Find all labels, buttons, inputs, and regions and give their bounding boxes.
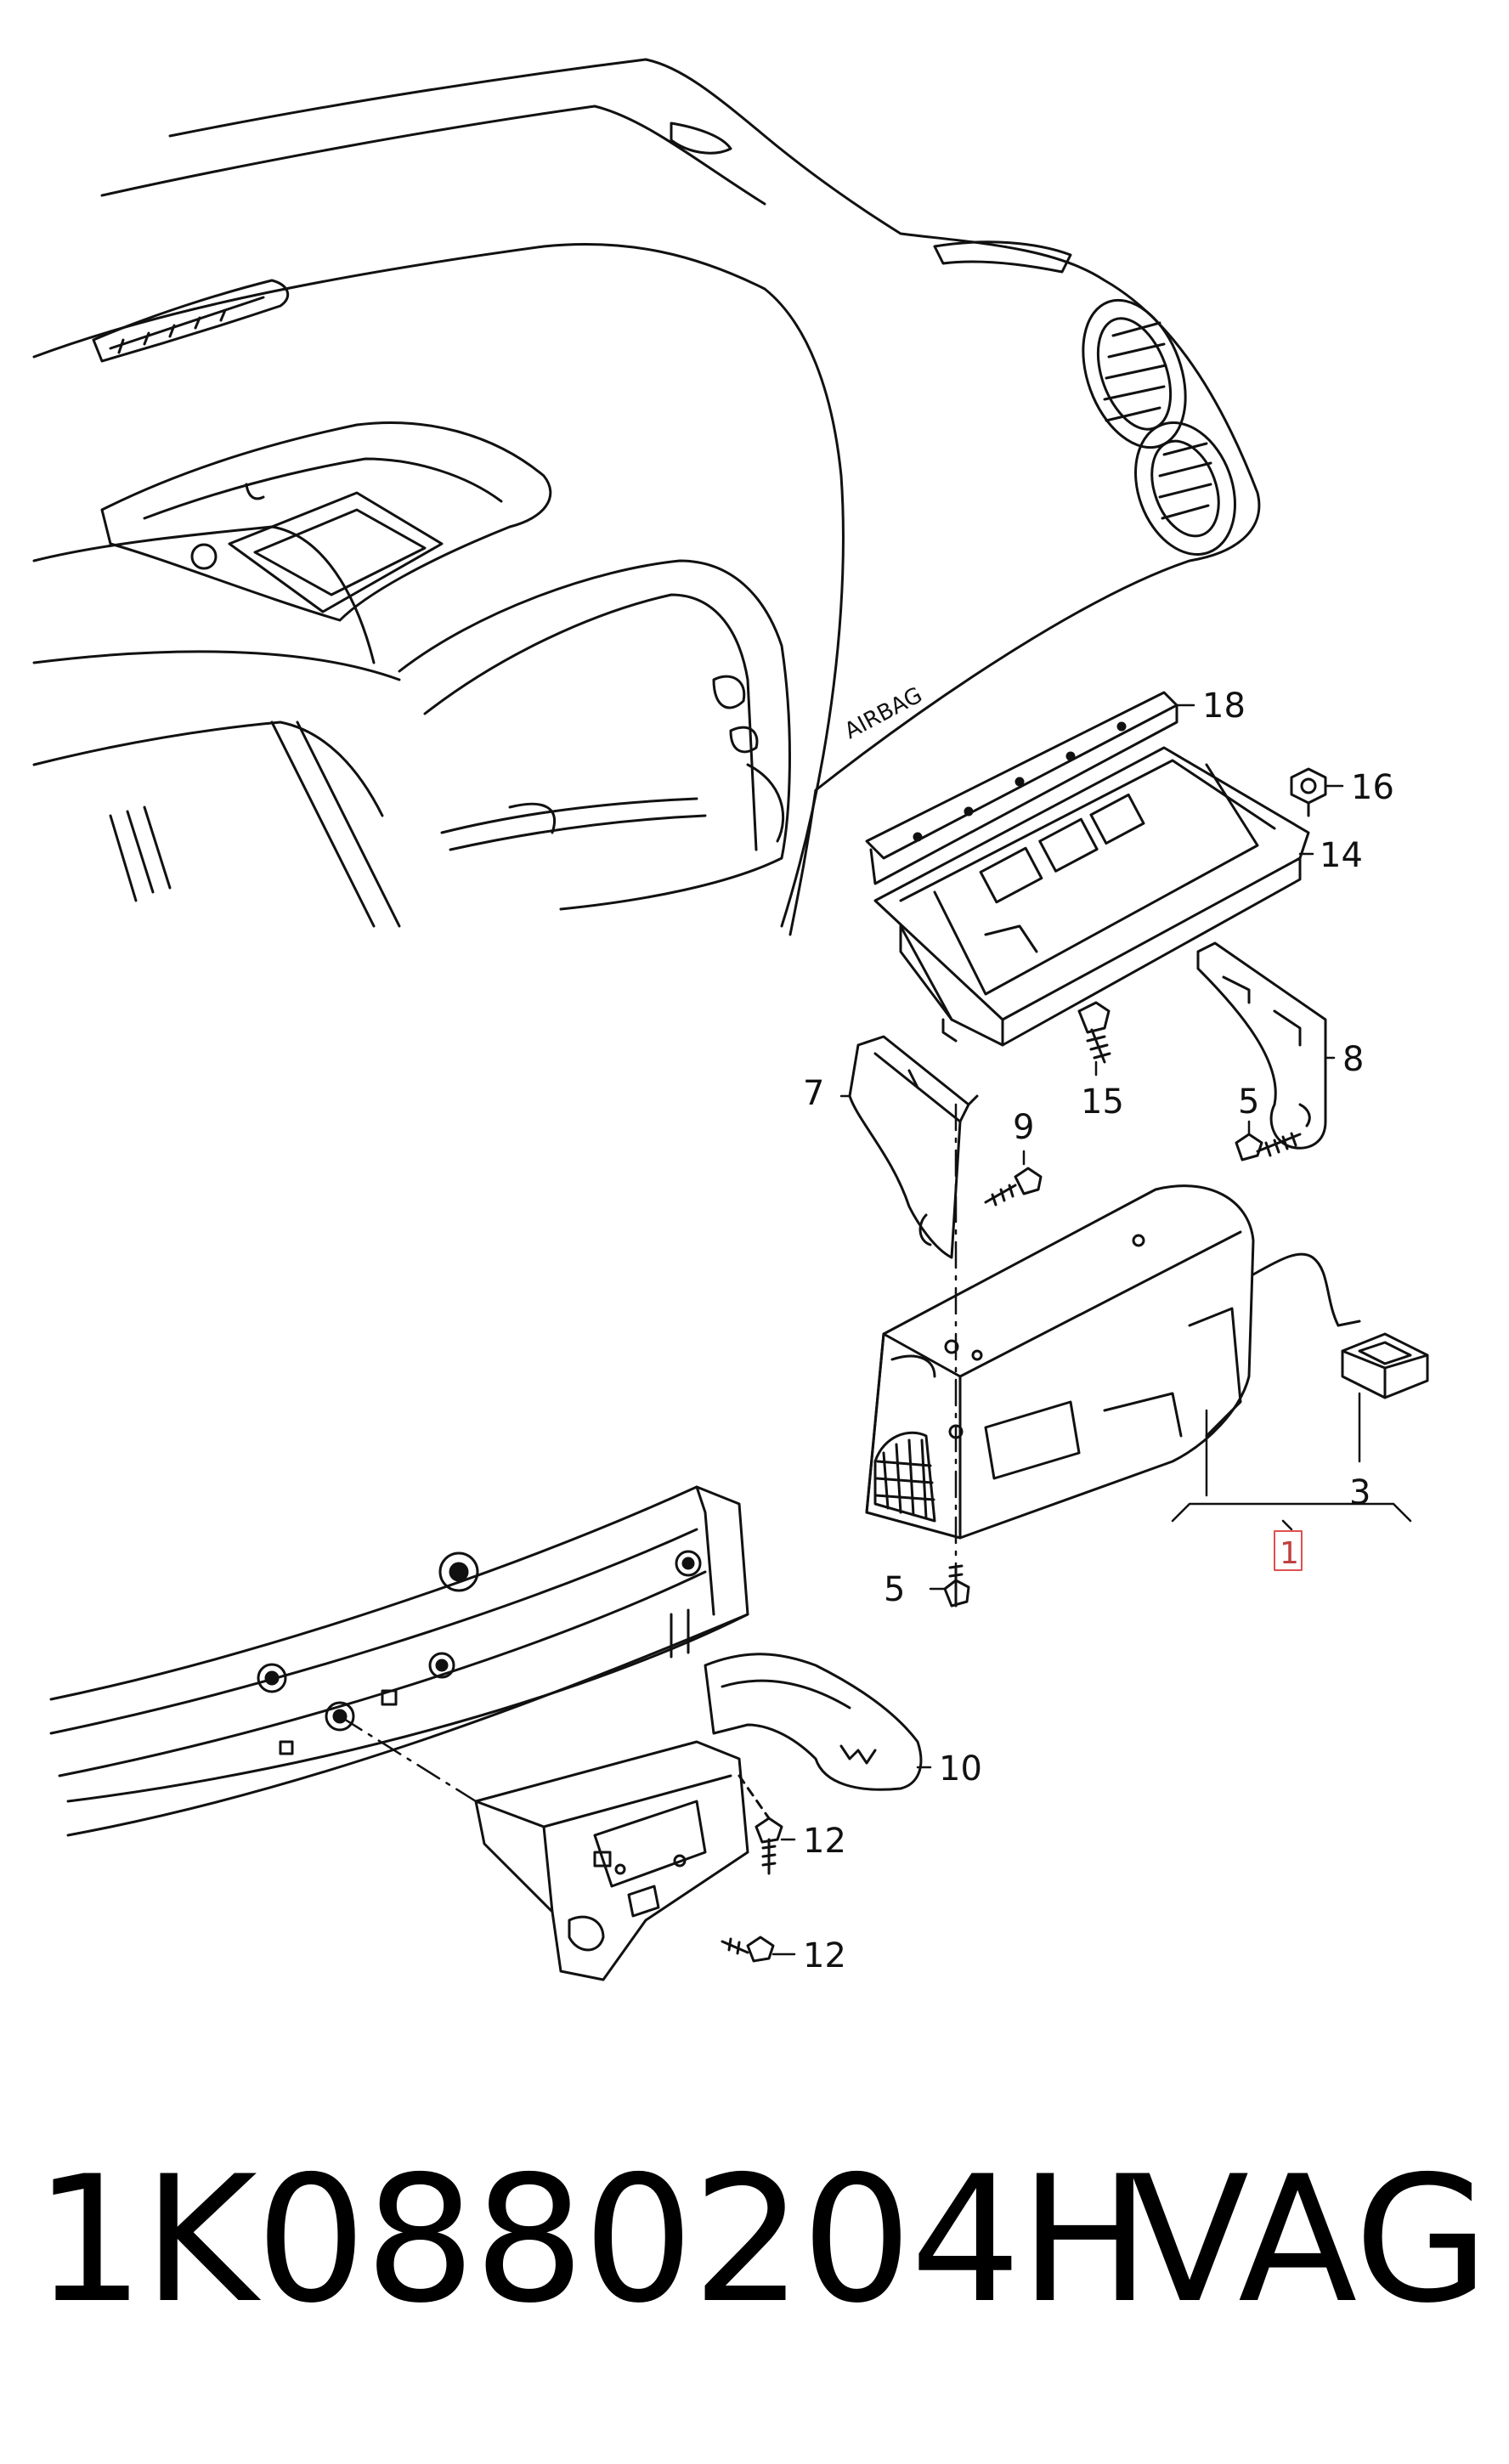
part-7-left-bracket — [848, 1035, 979, 1259]
part-12-bolt-lower — [721, 1936, 775, 1963]
callout-9: 9 — [1013, 1108, 1034, 1147]
part-5-screw-upper — [1235, 1132, 1302, 1161]
callout-8: 8 — [1342, 1040, 1364, 1079]
callout-5-lower: 5 — [884, 1570, 905, 1609]
part-5-screw-lower — [943, 1564, 970, 1608]
diagram-canvas: AIRBAG — [32, 58, 1429, 1981]
callout-18: 18 — [1202, 687, 1246, 726]
callout-3: 3 — [1349, 1473, 1371, 1512]
callout-15: 15 — [1081, 1082, 1124, 1122]
part-16-nut — [1290, 767, 1327, 817]
callout-1-box: 1 — [1274, 1530, 1303, 1571]
lower-bracket — [474, 1740, 749, 1981]
assembly-line-bracket — [338, 1715, 478, 1803]
part-8-right-bracket — [1196, 941, 1327, 1150]
cross-member-beam — [49, 1485, 749, 1837]
callout-7: 7 — [803, 1074, 824, 1113]
leader-lines — [771, 704, 1412, 1956]
part-14-support-frame — [873, 746, 1310, 1047]
part-18-trim-strip — [865, 691, 1178, 885]
callout-10: 10 — [939, 1749, 982, 1789]
part-9-bolt — [984, 1167, 1043, 1207]
callout-16: 16 — [1351, 768, 1394, 807]
callout-12-upper: 12 — [803, 1822, 846, 1861]
part-number: 1K0880204H — [34, 2139, 1150, 2342]
brand-name: VAG — [1130, 2139, 1489, 2342]
airbag-stamp-text: AIRBAG — [840, 682, 926, 744]
part-1-airbag-module — [865, 1184, 1361, 1540]
part-10-mounting-plate — [704, 1653, 923, 1791]
callout-labels: 18 16 14 8 7 9 15 5 3 5 10 12 12 — [803, 687, 1394, 1975]
part-3-connector — [1341, 1332, 1429, 1399]
part-12-bolt-upper — [738, 1774, 783, 1875]
dashboard-panel — [32, 58, 1261, 936]
callout-14: 14 — [1320, 836, 1363, 875]
callout-5-upper: 5 — [1238, 1082, 1259, 1122]
callout-12-lower: 12 — [803, 1936, 846, 1975]
callout-1: 1 — [1280, 1536, 1299, 1571]
part-15-bolt — [1077, 1001, 1111, 1064]
